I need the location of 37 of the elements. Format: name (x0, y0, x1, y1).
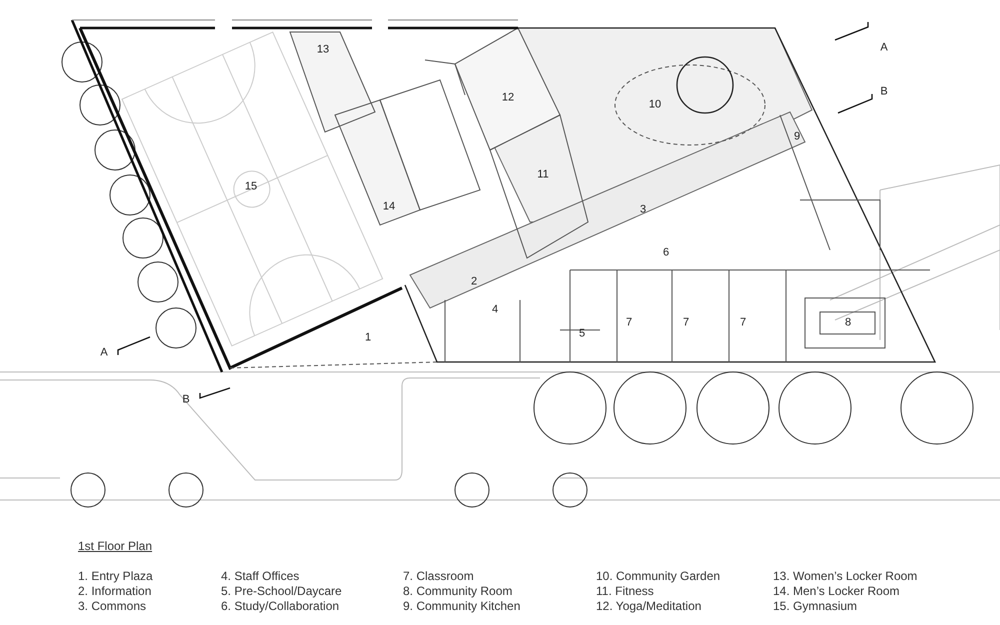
legend-item: 1. Entry Plaza (78, 570, 153, 582)
room-number: 9 (794, 132, 800, 142)
legend-item: 13. Women’s Locker Room (773, 570, 918, 582)
legend-item: 11. Fitness (596, 585, 654, 597)
legend-item: 9. Community Kitchen (403, 600, 520, 612)
legend-item: 12. Yoga/Meditation (596, 600, 702, 612)
legend-item: 14. Men’s Locker Room (773, 585, 900, 597)
room-number: 12 (502, 92, 514, 104)
legend-item: 8. Community Room (403, 585, 512, 597)
room-number: B (182, 394, 190, 406)
room-number: A (100, 348, 108, 358)
room-number: 8 (844, 318, 852, 328)
legend-item: 5. Pre-School/Daycare (221, 585, 342, 597)
room-number: 5 (578, 328, 586, 340)
legend-item: 10. Community Garden (596, 570, 720, 582)
room-number: 1 (364, 332, 372, 344)
room-number: 7 (626, 318, 632, 328)
room-number: A (880, 42, 888, 54)
room-number: 15 (244, 182, 258, 192)
legend-item: 2. Information (78, 585, 152, 597)
room-number: 7 (740, 318, 746, 328)
legend-item: 15. Gymnasium (773, 600, 858, 612)
room-number: 7 (682, 318, 690, 328)
room-number: 10 (648, 100, 662, 110)
legend-item: 6. Study/Collaboration (221, 600, 340, 612)
legend-item: 7. Classroom (403, 570, 474, 582)
room-number: B (880, 86, 888, 98)
plan-title: 1st Floor Plan (78, 540, 152, 552)
room-number: 14 (382, 202, 396, 212)
room-number: 2 (470, 276, 478, 288)
room-number: 3 (640, 204, 646, 216)
room-number: 13 (316, 44, 330, 56)
room-number: 6 (662, 248, 670, 258)
room-number: 4 (492, 304, 498, 316)
legend-item: 4. Staff Offices (221, 570, 300, 582)
room-number: 11 (537, 170, 549, 180)
legend-item: 3. Commons (78, 600, 146, 612)
